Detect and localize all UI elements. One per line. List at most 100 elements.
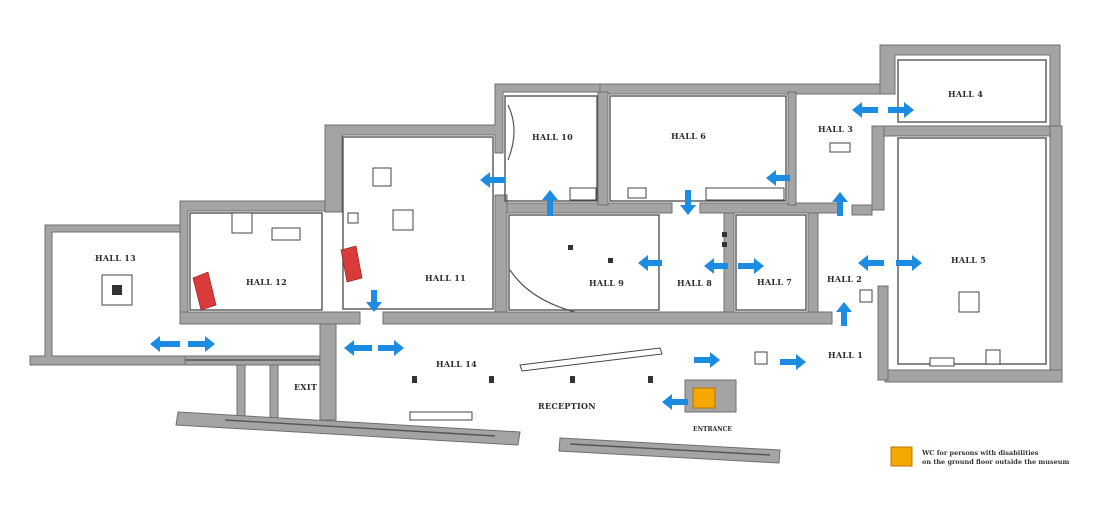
- wall-hall5-bottom: [884, 369, 1063, 383]
- label-hall13: HALL 13: [95, 253, 136, 263]
- exhibit-hall11-a: [372, 167, 392, 187]
- arrow-down-icon: [680, 190, 696, 215]
- hall4-inner: [897, 59, 1047, 123]
- wall-exit-right: [269, 364, 279, 421]
- arrow-left-icon: [852, 102, 878, 118]
- wall-hall7-right: [807, 212, 819, 313]
- marker: [722, 242, 727, 247]
- exhibit-hall5-bench: [929, 357, 955, 367]
- arrow-right-icon: [896, 255, 922, 271]
- navigation-arrows: [150, 102, 922, 410]
- legend-line2: on the ground floor outside the museum: [922, 458, 1069, 466]
- stairs: [192, 245, 363, 311]
- facade: [175, 411, 781, 464]
- label-entrance: ENTRANCE: [693, 426, 732, 433]
- arrow-right-icon: [780, 354, 806, 370]
- wall-hall9-top: [502, 202, 673, 214]
- door-arc-hall9: [509, 269, 576, 313]
- arrow-left-icon: [150, 336, 180, 352]
- wall-corridor: [382, 311, 833, 325]
- facade-left: [175, 411, 521, 446]
- stairs-hall11: [340, 245, 363, 283]
- label-hall1: HALL 1: [828, 350, 863, 360]
- arrow-up-icon: [832, 192, 848, 216]
- door-arc-hall10: [507, 104, 515, 161]
- exhibit-reception-desk: [409, 411, 473, 421]
- hall10-inner: [504, 95, 598, 202]
- exhibit-hall6-long: [705, 187, 785, 201]
- exhibit-hall12: [231, 212, 253, 234]
- exhibits: [101, 142, 1001, 421]
- arrow-right-icon: [738, 258, 764, 274]
- label-hall2: HALL 2: [827, 274, 862, 284]
- exhibit-hall12-table: [271, 227, 301, 241]
- arrow-up-icon: [542, 190, 558, 216]
- arrow-left-icon: [662, 394, 688, 410]
- arrow-left-icon: [766, 170, 790, 186]
- label-exit: EXIT: [294, 382, 317, 392]
- wall-hall14-left: [319, 323, 337, 421]
- exhibit-hall14-long: [519, 347, 663, 372]
- wc-accessible-marker: [692, 387, 716, 409]
- pillar: [570, 376, 575, 383]
- label-hall6: HALL 6: [671, 131, 706, 141]
- wall-exit-left: [236, 364, 246, 421]
- arrow-right-icon: [378, 340, 404, 356]
- arrow-left-icon: [344, 340, 372, 356]
- wall-hall6-3: [787, 91, 797, 206]
- hall6-inner: [609, 95, 787, 202]
- arrow-right-icon: [888, 102, 914, 118]
- marker: [568, 245, 573, 250]
- exhibit-hall11-c: [347, 212, 359, 224]
- pillar: [648, 376, 653, 383]
- wall-top-hall4: [879, 44, 1061, 136]
- exhibit-hall9-top: [569, 187, 597, 201]
- wall-hall11-bottom: [179, 311, 361, 325]
- wall-hall11-right: [494, 194, 508, 313]
- hall11-inner: [342, 136, 494, 310]
- label-hall8: HALL 8: [677, 278, 712, 288]
- arrow-left-icon: [704, 258, 728, 274]
- hall12-inner: [189, 212, 323, 311]
- legend-swatch: [890, 446, 913, 467]
- exhibit-hall13-center: [112, 285, 122, 295]
- legend-line1: WC for persons with disabilities: [921, 449, 1039, 457]
- arrow-left-icon: [858, 255, 884, 271]
- wall-hall4-bottom: [879, 125, 1061, 137]
- facade-window-line: [569, 443, 771, 456]
- label-hall10: HALL 10: [532, 132, 573, 142]
- wall-hall10-6: [597, 91, 609, 206]
- wall-hall2-right: [851, 204, 873, 216]
- arrow-up-icon: [836, 302, 852, 326]
- wall-hall7: [723, 212, 735, 313]
- stairs-hall12: [192, 271, 217, 311]
- label-hall14: HALL 14: [436, 359, 477, 369]
- exhibit-hall2: [859, 289, 873, 303]
- label-hall9: HALL 9: [589, 278, 624, 288]
- interior-lines: [185, 59, 1047, 365]
- facade-right: [558, 437, 781, 464]
- arrow-right-icon: [188, 336, 215, 352]
- wall-top-hall6: [599, 83, 881, 95]
- arrow-right-icon: [694, 352, 720, 368]
- label-hall11: HALL 11: [425, 273, 466, 283]
- exhibit-hall3: [829, 142, 851, 153]
- wall-top-hall11: [324, 83, 601, 213]
- exhibit-hall6: [627, 187, 647, 199]
- label-reception: RECEPTION: [538, 401, 596, 411]
- hall5-inner: [897, 137, 1047, 365]
- exhibit-hall5: [958, 291, 980, 313]
- arrow-down-icon: [366, 290, 382, 312]
- walls: [29, 44, 1063, 421]
- wall-hall3-right: [871, 125, 885, 211]
- wall-hall5-right: [1049, 125, 1063, 383]
- doors: [507, 104, 576, 313]
- marker: [608, 258, 613, 263]
- label-hall3: HALL 3: [818, 124, 853, 134]
- wall-hall5-left: [877, 285, 889, 381]
- pillar: [489, 376, 494, 383]
- arrow-left-icon: [480, 172, 505, 188]
- wall-hall7-top: [699, 202, 843, 214]
